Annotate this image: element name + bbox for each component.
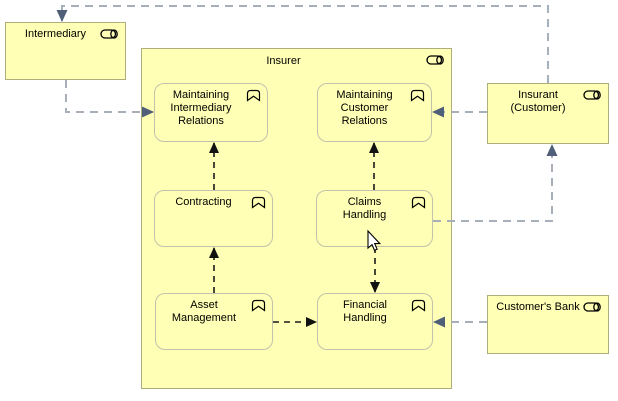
- node-claims-handling-label: Claims Handling: [342, 196, 387, 221]
- business-function-icon: [251, 299, 266, 312]
- business-function-icon: [411, 196, 426, 209]
- node-contracting-label: Contracting: [175, 196, 232, 208]
- node-financial-handling-label: Financial Handling: [342, 299, 388, 324]
- node-intermediary-label: Intermediary: [24, 28, 87, 40]
- node-mir-label: Maintaining Intermediary Relations: [170, 89, 232, 127]
- node-customers-bank-label: Customer's Bank: [496, 301, 580, 313]
- node-maintaining-intermediary-relations[interactable]: Maintaining Intermediary Relations: [154, 83, 268, 142]
- business-function-icon: [251, 196, 266, 209]
- node-maintaining-customer-relations[interactable]: Maintaining Customer Relations: [317, 83, 432, 142]
- node-asset-management-label: Asset Management: [171, 299, 237, 324]
- flow-intermediary-to-maintaining-intermediary-relations[interactable]: [65, 80, 154, 118]
- node-claims-handling[interactable]: Claims Handling: [316, 190, 433, 247]
- node-asset-management[interactable]: Asset Management: [155, 293, 273, 350]
- node-customers-bank[interactable]: Customer's Bank: [487, 295, 609, 354]
- business-function-icon: [246, 89, 261, 102]
- node-contracting[interactable]: Contracting: [154, 190, 273, 247]
- node-insurant[interactable]: Insurant (Customer): [487, 83, 609, 144]
- business-function-icon: [411, 299, 426, 312]
- business-role-icon: [100, 29, 118, 39]
- node-insurant-label: Insurant (Customer): [510, 89, 566, 114]
- business-function-icon: [410, 89, 425, 102]
- business-role-icon: [583, 90, 601, 100]
- node-mcr-label: Maintaining Customer Relations: [336, 89, 393, 127]
- business-role-icon: [426, 55, 444, 65]
- node-intermediary[interactable]: Intermediary: [5, 22, 126, 80]
- node-financial-handling[interactable]: Financial Handling: [317, 293, 433, 350]
- node-insurer-label: Insurer: [266, 55, 301, 67]
- business-role-icon: [583, 302, 601, 312]
